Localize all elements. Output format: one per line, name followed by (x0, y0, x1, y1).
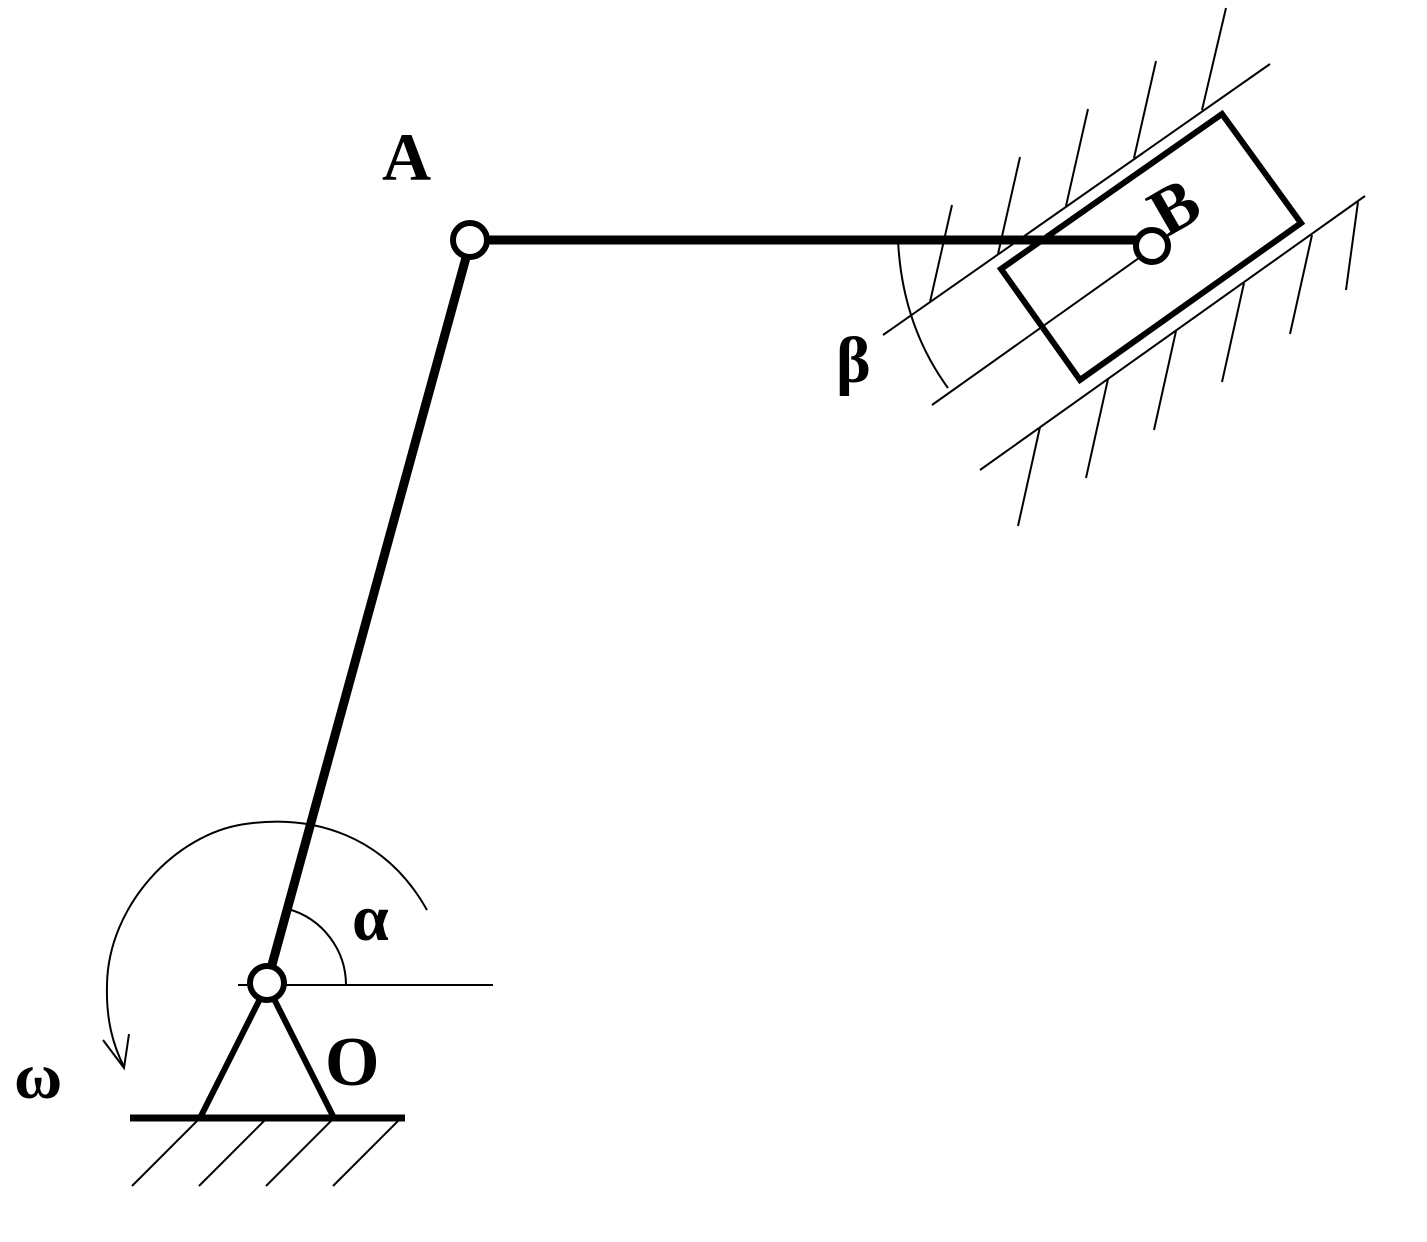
omega-arc (105, 820, 428, 1068)
ground-hatching (131, 1117, 402, 1187)
arrowhead-icon (102, 1033, 130, 1071)
label-omega: ω (14, 1040, 62, 1113)
label-beta: β (836, 324, 871, 397)
slider-guide (882, 7, 1366, 527)
guide-hatching-lower (1017, 201, 1359, 527)
support-triangle (197, 978, 337, 1120)
joint-b (1133, 227, 1171, 265)
angle-alpha-arc (287, 908, 347, 986)
slider-block (996, 109, 1306, 385)
joint-a (450, 220, 490, 260)
guide-line-lower (979, 195, 1366, 471)
omega-arrow (102, 820, 428, 1071)
joint-o (247, 963, 287, 1003)
guide-line-upper (882, 63, 1271, 336)
label-o: O (325, 1024, 379, 1101)
angle-beta-arc (897, 239, 949, 389)
label-a: A (382, 119, 431, 195)
guide-hatching-upper (929, 7, 1227, 303)
label-alpha: α (352, 882, 389, 955)
link-oa (262, 241, 475, 985)
